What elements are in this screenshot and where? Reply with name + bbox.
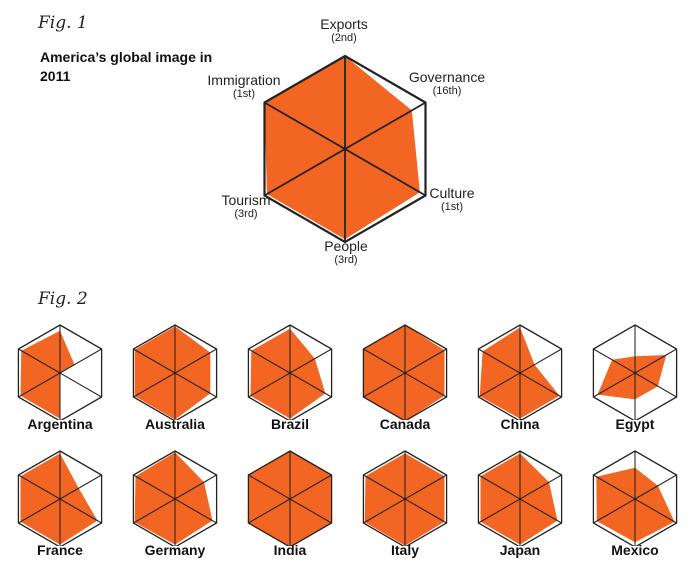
- axis-rank: (16th): [432, 85, 462, 97]
- axis-name: Tourism: [221, 192, 271, 208]
- radar-italy: Italy: [351, 446, 459, 571]
- radar-australia-hexagon-outline: [132, 324, 218, 420]
- radar-italy-hexagon-outline: [362, 450, 448, 546]
- axis-rank: (3rd): [334, 254, 358, 266]
- axis-name: People: [324, 238, 368, 254]
- radar-france-area: [20, 453, 98, 545]
- axis-rank: (3rd): [234, 208, 258, 220]
- axis-name: Culture: [429, 185, 475, 201]
- radar-canada-hexagon-outline: [362, 324, 448, 420]
- radar-australia-svg: [132, 324, 218, 420]
- radar-brazil-spoke: [248, 348, 332, 398]
- radar-germany-svg: [132, 450, 218, 546]
- radar-india-spoke: [248, 474, 332, 524]
- country-label: France: [37, 542, 83, 558]
- country-label: Brazil: [270, 416, 310, 432]
- radar-japan-spoke: [478, 474, 562, 524]
- radar-argentina-area: [20, 330, 75, 419]
- country-label: China: [500, 416, 540, 432]
- radar-argentina-spoke: [18, 348, 102, 398]
- radar-australia: Australia: [121, 320, 229, 445]
- radar-india-hexagon-outline: [247, 450, 333, 546]
- country-label: Japan: [499, 542, 541, 558]
- chart-subtitle: America’s global image in 2011: [40, 49, 213, 84]
- country-label: Argentina: [27, 416, 93, 432]
- main-radar-hexagon-outline: [263, 54, 427, 244]
- country-label: Italy: [390, 542, 419, 558]
- radar-china-spoke: [478, 348, 562, 398]
- radar-germany: Germany: [121, 446, 229, 571]
- axis-label-tourism: Tourism (3rd): [196, 193, 296, 221]
- radar-mexico-svg: [592, 450, 678, 546]
- radar-brazil: Brazil: [236, 320, 344, 445]
- radar-japan-area: [480, 453, 558, 545]
- radar-italy-spoke: [363, 474, 447, 524]
- axis-label-people: People (3rd): [296, 239, 396, 267]
- radar-argentina: Argentina: [6, 320, 114, 445]
- country-label: India: [273, 542, 307, 558]
- radar-france-spoke: [18, 474, 102, 524]
- radar-france: France: [6, 446, 114, 571]
- radar-germany-spoke: [133, 474, 217, 524]
- radar-italy-svg: [362, 450, 448, 546]
- country-label: Mexico: [611, 542, 659, 558]
- fig1-label: Fig. 1: [38, 13, 88, 33]
- radar-argentina-hexagon-outline: [17, 324, 103, 420]
- radar-egypt-svg: [592, 324, 678, 420]
- axis-rank: (1st): [441, 201, 463, 213]
- radar-india-svg: [247, 450, 333, 546]
- country-label: Australia: [145, 416, 205, 432]
- main-radar-chart: [263, 54, 427, 244]
- radar-france-hexagon-outline: [17, 450, 103, 546]
- radar-japan-hexagon-outline: [477, 450, 563, 546]
- axis-name: Immigration: [207, 72, 281, 88]
- radar-mexico-hexagon-outline: [592, 450, 678, 546]
- radar-australia-area: [134, 326, 211, 420]
- radar-argentina-svg: [17, 324, 103, 420]
- country-label: Egypt: [615, 416, 655, 432]
- radar-china-hexagon-outline: [477, 324, 563, 420]
- radar-australia-spoke: [133, 348, 217, 398]
- axis-rank: (1st): [233, 88, 255, 100]
- radar-canada-svg: [362, 324, 448, 420]
- radar-india: India: [236, 446, 344, 571]
- axis-label-exports: Exports (2nd): [294, 17, 394, 45]
- radar-brazil-svg: [247, 324, 333, 420]
- radar-egypt-spoke: [593, 348, 677, 398]
- radar-germany-hexagon-outline: [132, 450, 218, 546]
- radar-mexico-spoke: [593, 474, 677, 524]
- fig2-label: Fig. 2: [38, 289, 88, 309]
- axis-label-culture: Culture (1st): [402, 186, 502, 214]
- axis-label-governance: Governance (16th): [397, 70, 497, 98]
- radar-japan: Japan: [466, 446, 574, 571]
- axis-name: Exports: [320, 16, 368, 32]
- radar-egypt-area: [597, 355, 667, 400]
- country-label: Canada: [379, 416, 431, 432]
- radar-japan-svg: [477, 450, 563, 546]
- axis-name: Governance: [408, 69, 486, 85]
- radar-mexico: Mexico: [581, 446, 689, 571]
- radar-egypt-hexagon-outline: [592, 324, 678, 420]
- radar-china-svg: [477, 324, 563, 420]
- axis-label-immigration: Immigration (1st): [194, 73, 294, 101]
- radar-china: China: [466, 320, 574, 445]
- radar-canada: Canada: [351, 320, 459, 445]
- main-radar-spoke: [264, 101, 426, 197]
- radar-egypt: Egypt: [581, 320, 689, 445]
- radar-brazil-hexagon-outline: [247, 324, 333, 420]
- axis-rank: (2nd): [331, 32, 357, 44]
- country-label: Germany: [144, 542, 206, 558]
- radar-france-svg: [17, 450, 103, 546]
- radar-canada-spoke: [363, 348, 447, 398]
